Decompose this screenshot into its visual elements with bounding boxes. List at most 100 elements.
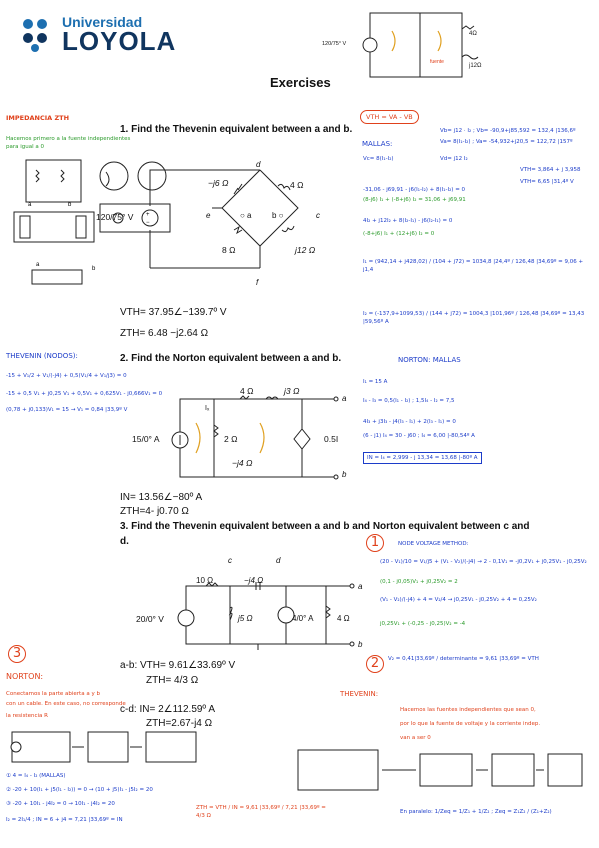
q2-node-b: b <box>342 470 347 479</box>
svg-text:a: a <box>36 262 40 268</box>
q1-inductor2-label: j12 Ω <box>295 245 316 255</box>
thevenin-node-eq-1: -15 + V₁/2 + V₁/(-j4) + 0,5(V₁/4 + V₁/j3… <box>6 373 127 379</box>
q3-node-a: a <box>358 582 363 591</box>
vc-equation: Vc= 8(I₁-I₂) <box>363 156 394 162</box>
thevenin-note-1: Hacemos las fuentes independientes que s… <box>400 707 536 713</box>
mesh-eq-2: 4I₂ + j12I₂ + 8(I₂-I₁) - j6(I₂-I₁) = 0 <box>363 218 453 224</box>
q2-dependent-source-label: 0.5I <box>324 434 339 444</box>
q1-node-c: c <box>316 211 320 220</box>
norton-eq-2: ② -20 + 10(I₁ + j5(I₁ - I₂)) = 0 → (10 +… <box>6 787 153 793</box>
norton-eq-4: I₂ = 2I₁/4 ; IN = 6 + j4 = 7,21 |33,69º … <box>6 817 123 823</box>
q1-vth-answer: VTH= 37.95∠−139.7º V <box>120 307 227 318</box>
q1-zth-answer: ZTH= 6.48 −j2.64 Ω <box>120 328 209 339</box>
logo-name-text: LOYOLA <box>62 26 177 56</box>
mallas-heading: MALLAS: <box>362 140 393 148</box>
va-equation: Va= 8(I₁-I₂) ; Va= -54,932+j20,5 = 122,7… <box>440 139 573 145</box>
impedance-title: IMPEDANCIA ZTH <box>6 114 70 122</box>
node-eq-3: (V₁ - V₂)/(-j4) + 4 = V₂/4 → j0,25V₁ - j… <box>380 597 537 603</box>
q2-current-label: Iₓ <box>205 405 210 412</box>
vth-value-2: VTH= 6,65 |31,4º V <box>520 179 574 185</box>
step-3-marker: 3 <box>8 645 26 663</box>
node-eq-4: j0,25V₁ + (-0,25 - j0,25)V₂ = -4 <box>380 621 466 627</box>
svg-text:j12Ω: j12Ω <box>468 63 482 69</box>
node-eq-2: (0,1 - j0,05)V₁ + j0,25V₂ = 2 <box>380 579 458 585</box>
q3-cd-zth-answer: ZTH=2.67-j4 Ω <box>146 718 213 729</box>
node-eq-1: (20 - V₁)/10 = V₁/j5 + (V₁ - V₂)/(-j4) →… <box>380 559 587 565</box>
q1-node-d: d <box>256 160 261 169</box>
q1-node-f: f <box>256 278 259 287</box>
q1-node-a: ○ a <box>240 211 252 220</box>
norton-mesh-3: 4I₃ + j3I₃ - j4(I₃ - I₁) + 2(I₃ - I₁) = … <box>363 419 456 425</box>
q3-node-b: b <box>358 640 363 649</box>
thevenin-note-2: por lo que la fuente de voltaje y la cor… <box>400 721 541 727</box>
mesh-eq-2b: (-8+j6) I₁ + (12+j6) I₂ = 0 <box>363 231 435 237</box>
thevenin-node-eq-2: -15 + 0,5 V₁ + j0,25 V₁ + 0,5V₁ + 0,625V… <box>6 391 163 397</box>
question-1: 1. Find the Thevenin equivalent between … <box>120 124 353 135</box>
norton-eq-3: ③ -20 + 10I₁ - j4I₂ = 0 → 10I₁ - j4I₂ = … <box>6 801 115 807</box>
q3-resistor-10-label: 10 Ω <box>196 576 214 585</box>
thevenin-heading: THEVENIN: <box>340 690 379 698</box>
q3-cd-in-answer: c-d: IN= 2∠112.59º A <box>120 704 215 715</box>
question-3-cont: d. <box>120 536 129 547</box>
parallel-equation: En paralelo: 1/Zeq = 1/Z₁ + 1/Z₂ ; Zeq =… <box>400 809 552 815</box>
svg-text:−: − <box>146 220 150 226</box>
loyola-logo-icon <box>23 19 47 52</box>
det-i2: I₂ = (-137,9+1099,53) / (144 + j72) = 10… <box>363 311 585 325</box>
voltage-source-symbol <box>141 209 159 227</box>
q3-capacitor-label: −j4 Ω <box>244 576 264 585</box>
step-1-marker: 1 <box>366 534 384 552</box>
vd-equation: Vd= j12 I₂ <box>440 156 468 162</box>
svg-text:fuente: fuente <box>430 59 444 65</box>
impedance-note-2: para igual a 0 <box>6 144 45 150</box>
handwritten-circuit-q1 <box>99 161 171 233</box>
thevenin-nodos-heading: THEVENIN (NODOS): <box>6 352 78 360</box>
norton-mallas-heading: NORTON: MALLAS <box>398 356 461 364</box>
svg-text:b: b <box>92 266 96 272</box>
q1-resistor-label: 8 Ω <box>222 245 236 255</box>
svg-text:b: b <box>68 202 72 208</box>
page-title: Exercises <box>270 75 331 90</box>
q2-resistor-2-label: 2 Ω <box>224 434 238 444</box>
top-source-label: 120/75° V <box>322 41 347 47</box>
question-3: 3. Find the Thevenin equivalent between … <box>120 521 530 532</box>
norton-mesh-2: I₄ - I₃ = 0,5(I₁ - I₂) ; 1,5I₄ - I₂ = 7,… <box>363 398 455 404</box>
q3-node-c: c <box>228 556 232 565</box>
mesh-eq-1: -31,06 - j69,91 - j6(I₁-I₂) + 8(I₁-I₂) =… <box>363 187 466 193</box>
det-i1: I₁ = (942,14 + j428,02) / (104 + j72) = … <box>363 259 584 273</box>
vb-equation: Vb= j12 · I₂ ; Vb= -90,9+j85,592 = 132,4… <box>440 128 576 134</box>
svg-text:+: + <box>146 212 150 218</box>
norton-sketches <box>10 731 197 763</box>
node-eq-5: V₂ = 0,41|33,69º / determinante = 9,61 |… <box>388 656 539 662</box>
q1-capacitor-label: −j6 Ω <box>208 178 229 188</box>
zth-ratio-eq: ZTH = VTH / IN = 9,61 |33,69º / 7,21 |33… <box>196 805 326 819</box>
node-voltage-heading: NODE VOLTAGE METHOD: <box>398 541 469 547</box>
q2-node-a: a <box>342 394 347 403</box>
logo-university-text: Universidad <box>62 14 143 30</box>
q2-source-label: 15/0° A <box>132 434 160 444</box>
circuit-q1: + − <box>141 169 299 269</box>
norton-note-1: Conectamos la parte abierta a y b <box>6 691 100 697</box>
svg-text:a: a <box>28 202 32 208</box>
q2-resistor-4-label: 4 Ω <box>240 386 254 396</box>
q3-node-d: d <box>276 556 281 565</box>
circuit-q3 <box>177 582 355 650</box>
question-2: 2. Find the Norton equivalent between a … <box>120 353 342 364</box>
norton-heading: NORTON: <box>6 672 44 681</box>
q1-inductor-label: 4 Ω <box>290 180 304 190</box>
q1-node-e: e <box>206 211 211 220</box>
q2-zth-answer: ZTH=4- j0.70 Ω <box>120 506 189 517</box>
q1-node-b: b ○ <box>272 211 284 220</box>
vth-value-1: VTH= 3,864 + j 3,958 <box>520 167 581 173</box>
q3-ab-zth-answer: ZTH= 4/3 Ω <box>146 675 199 686</box>
step-2-marker: 2 <box>366 655 384 673</box>
mesh-eq-1b: (8-j6) I₁ + (-8+j6) I₂ = 31,06 + j69,91 <box>363 197 466 203</box>
vth-definition-box: VTH = VA - VB <box>360 110 419 124</box>
q2-capacitor-label: −j4 Ω <box>232 458 253 468</box>
q3-inductor-label: j5 Ω <box>238 614 253 623</box>
norton-note-2: con un cable. En este caso, no correspon… <box>6 701 126 707</box>
thevenin-sketches <box>297 749 583 791</box>
thevenin-node-eq-3: (0,78 + j0,133)V₁ = 15 → V₁ = 0,84 |33,9… <box>6 407 128 413</box>
norton-eq-1: ① 4 = I₄ - I₂ (MALLAS) <box>6 773 66 779</box>
norton-mesh-1: I₁ = 15 A <box>363 379 388 385</box>
q3-resistor-4-label: 4 Ω <box>337 614 350 623</box>
